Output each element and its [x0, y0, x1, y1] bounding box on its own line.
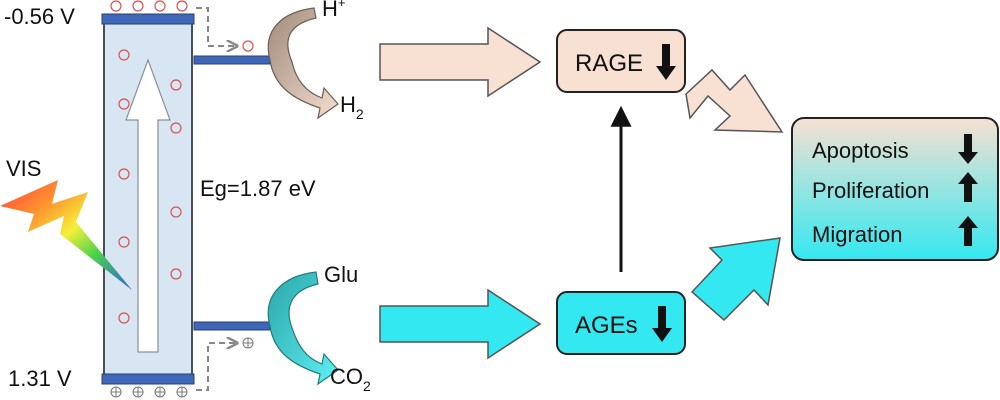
glu-label: Glu — [324, 262, 358, 287]
outcome-box — [791, 117, 999, 261]
h-reduction-arrow — [267, 7, 339, 120]
h-plus-label: H+ — [322, 0, 345, 21]
outcome-apoptosis: Apoptosis — [812, 138, 909, 163]
vb-electrode — [193, 321, 271, 331]
internal-charges — [118, 49, 182, 324]
vb-potential-label: 1.31 V — [8, 366, 72, 391]
ages-label: AGEs — [575, 312, 638, 339]
cb-electrons — [110, 0, 188, 12]
peach-block-arrow — [379, 26, 542, 98]
co2-label: CO2 — [330, 364, 371, 394]
valence-band — [101, 373, 195, 385]
rage-box — [556, 29, 686, 93]
cyan-block-arrow — [379, 288, 542, 360]
h2-label: H2 — [340, 92, 364, 122]
outcome-proliferation: Proliferation — [812, 178, 929, 203]
lightning-bolt-icon — [0, 180, 132, 290]
hole-transfer-dashed — [196, 343, 236, 391]
electron-transfer-dashed — [196, 7, 236, 46]
transferred-hole — [242, 337, 254, 349]
rage-label: RAGE — [575, 50, 643, 77]
cb-electrode — [193, 55, 271, 65]
outcome-migration: Migration — [812, 222, 902, 247]
rage-down-arrow-icon — [656, 44, 676, 80]
ages-box — [556, 291, 686, 355]
proliferation-up-arrow-icon — [958, 172, 978, 202]
rage-to-outcome-arrow — [685, 68, 784, 133]
transferred-electron — [242, 40, 254, 52]
ages-to-outcome-arrow — [690, 237, 781, 322]
light-label: VIS — [6, 156, 41, 181]
conduction-band — [101, 13, 195, 25]
vb-holes — [110, 386, 188, 398]
apoptosis-down-arrow-icon — [958, 134, 978, 164]
cb-potential-label: -0.56 V — [4, 4, 75, 29]
bandgap-label: Eg=1.87 eV — [200, 176, 316, 201]
migration-up-arrow-icon — [958, 216, 978, 246]
glu-oxidation-arrow — [267, 271, 339, 386]
excitation-arrow — [125, 58, 171, 353]
ages-down-arrow-icon — [652, 306, 672, 342]
